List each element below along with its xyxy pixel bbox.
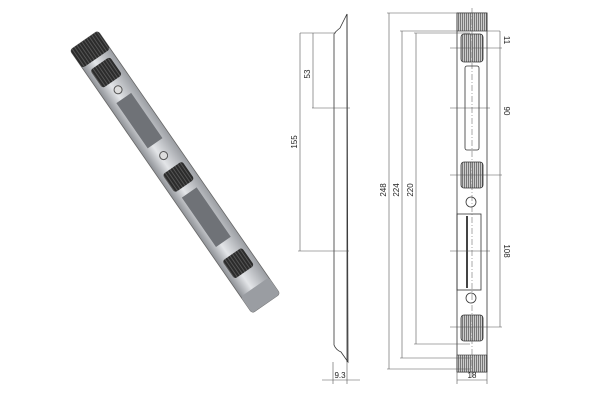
screw-icon xyxy=(465,196,477,208)
product-photo xyxy=(70,31,280,313)
dim-label-155: 155 xyxy=(290,135,299,149)
dim-label-248: 248 xyxy=(379,183,388,197)
dim-label-11: 11 xyxy=(502,36,511,45)
dim-label-220: 220 xyxy=(406,183,415,197)
screw-icon xyxy=(113,85,123,95)
rubber-insert xyxy=(163,162,194,192)
dim-label-18: 18 xyxy=(468,371,477,380)
latch-slot xyxy=(456,213,482,291)
side-view: 53 155 9.3 xyxy=(290,13,360,384)
front-view: 248 224 220 11 90 108 18 xyxy=(379,8,511,384)
dim-label-108: 108 xyxy=(502,244,511,258)
rubber-insert xyxy=(91,57,122,88)
rubber-end-top xyxy=(71,31,110,68)
dim-label-9-3: 9.3 xyxy=(334,371,346,380)
screw-icon xyxy=(465,292,477,304)
dim-label-90: 90 xyxy=(502,107,511,116)
screw-icon xyxy=(159,151,169,161)
dim-label-53: 53 xyxy=(303,69,312,78)
rubber-insert xyxy=(223,248,254,278)
plate-end-bottom xyxy=(241,278,279,313)
dim-label-224: 224 xyxy=(392,183,401,197)
slot xyxy=(116,92,163,149)
slot xyxy=(181,187,231,248)
